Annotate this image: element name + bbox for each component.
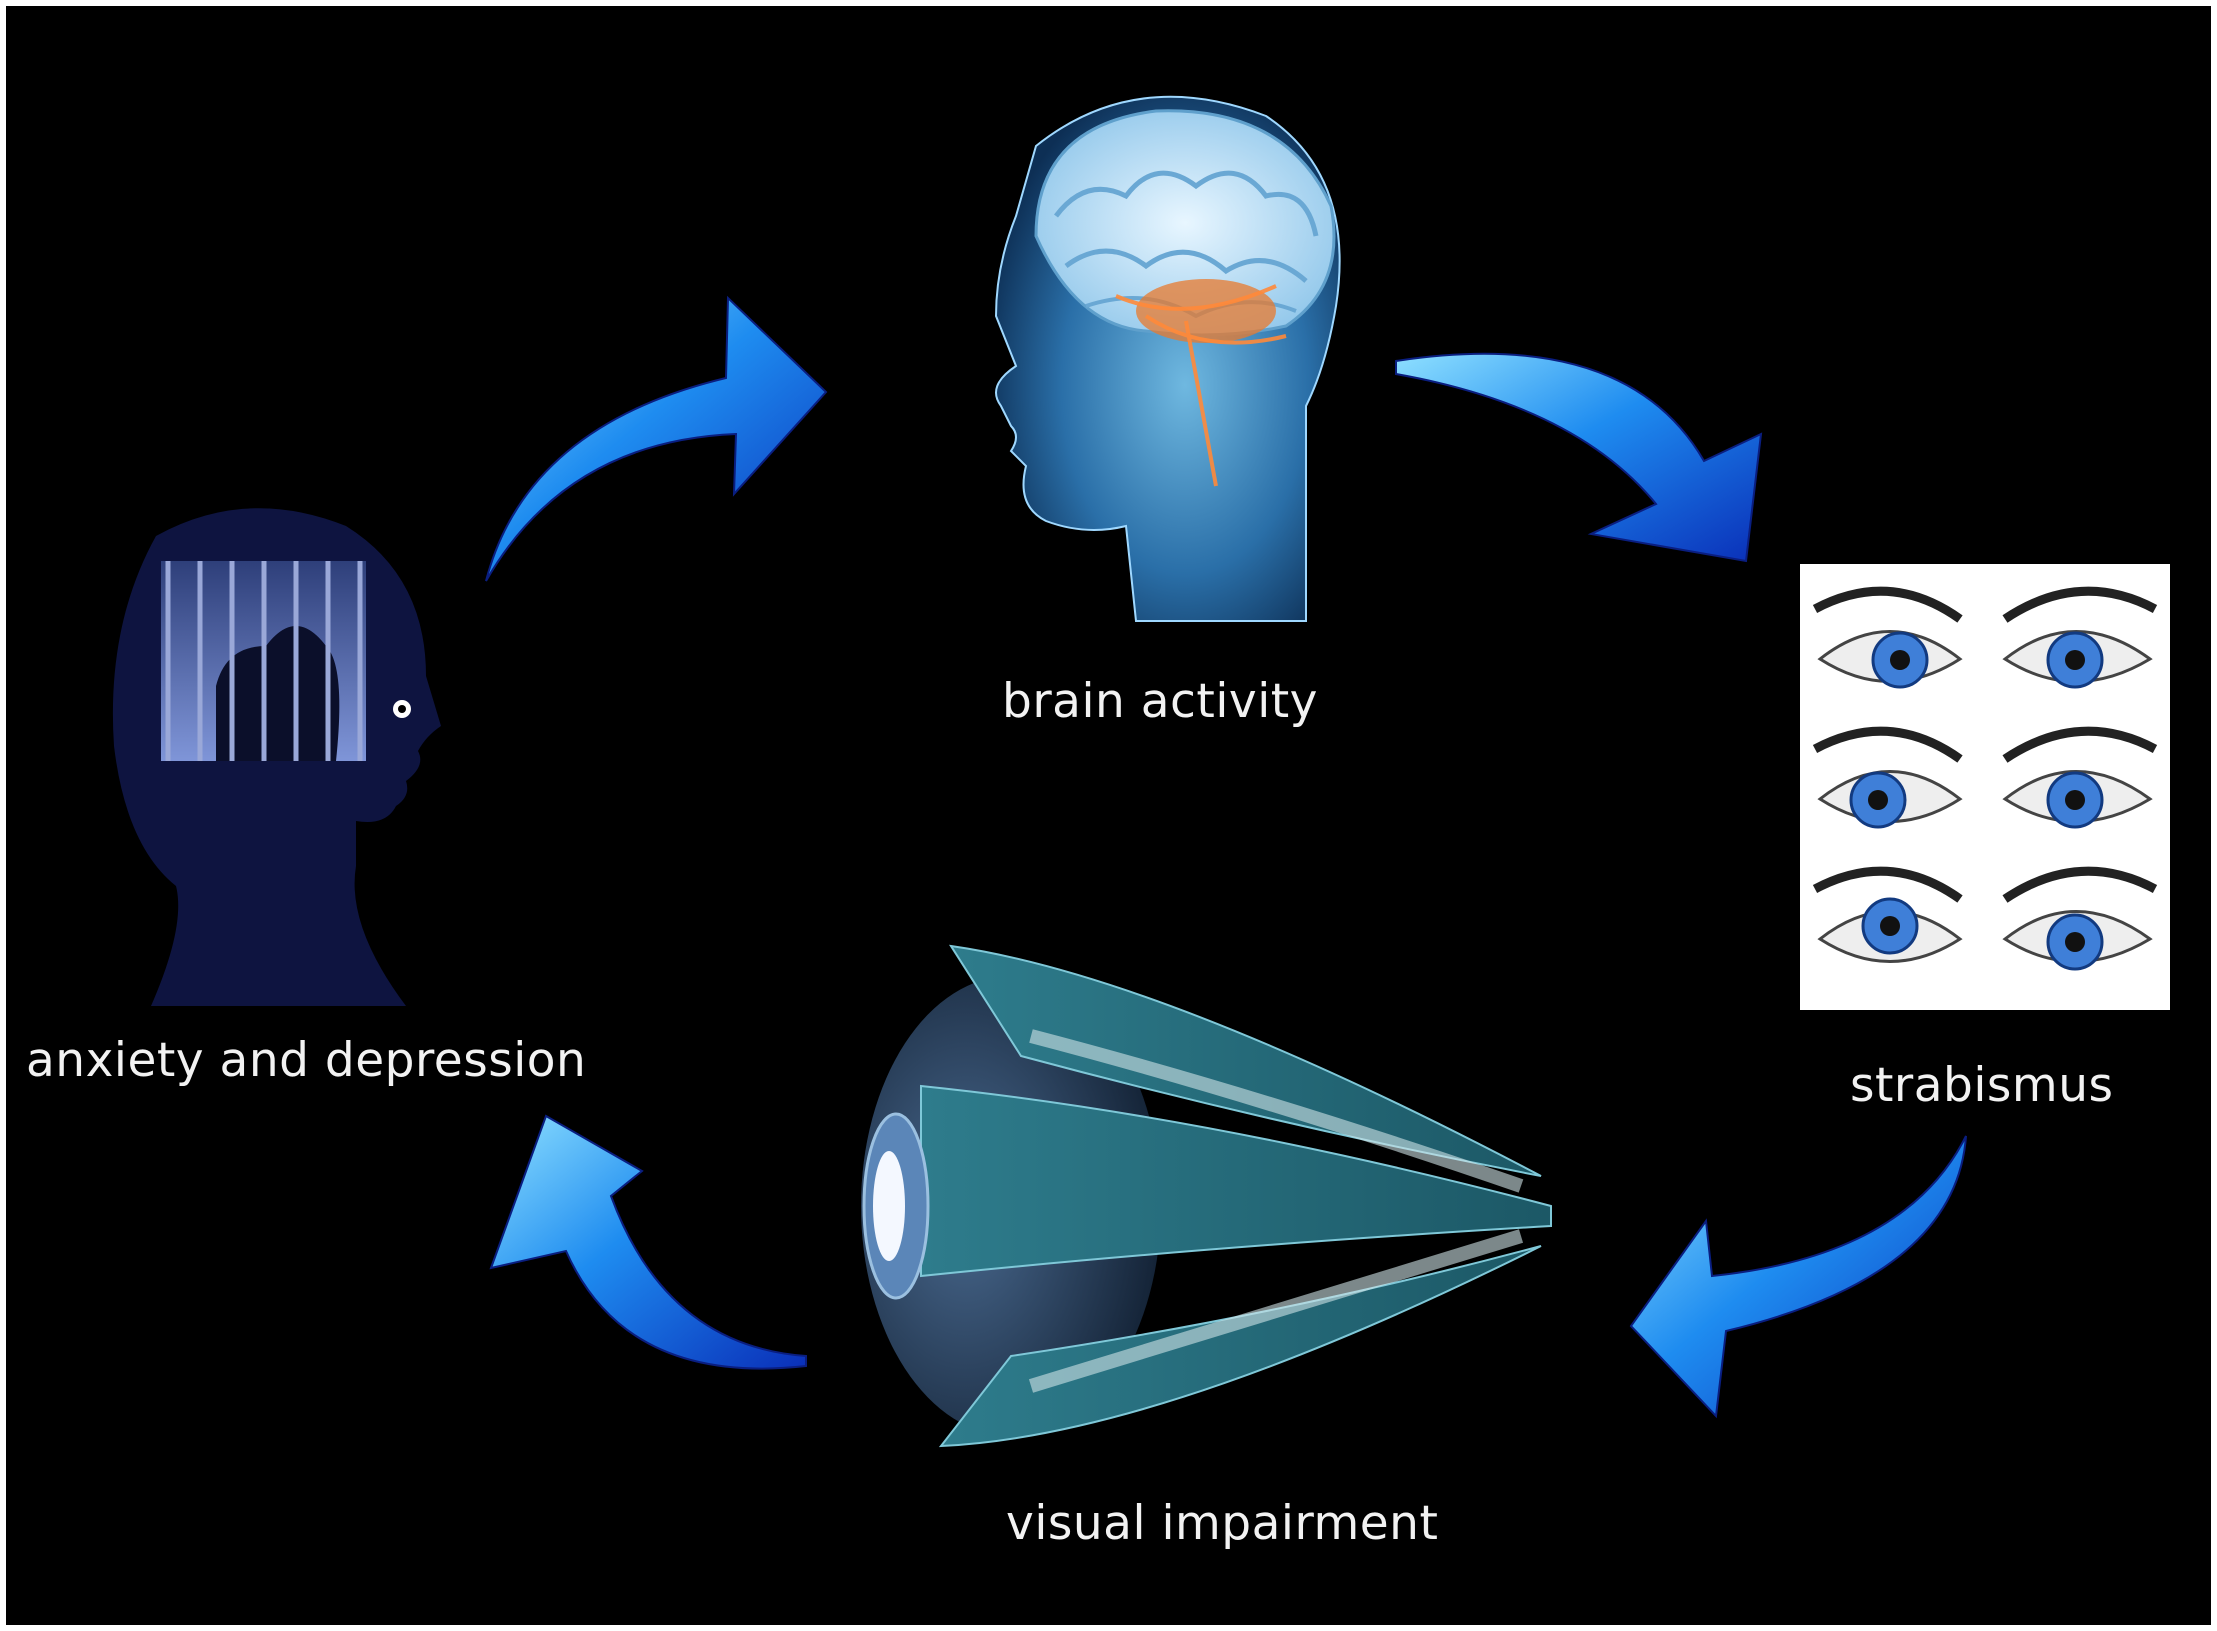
arrow-visual-to-anxiety	[489, 1114, 807, 1370]
label-anxiety-and-depression: anxiety and depression	[26, 1033, 587, 1088]
diagram-canvas: brain activity strabismus visual impairm…	[6, 6, 2211, 1625]
strabismus-eyes-panel	[1800, 564, 2170, 1010]
caged-mind-head-icon	[112, 508, 442, 1006]
strabismus-eyes-icon	[1812, 586, 2158, 971]
label-strabismus: strabismus	[1850, 1058, 2114, 1113]
cycle-arrows	[485, 295, 1967, 1419]
brain-head-icon	[994, 95, 1341, 622]
arrow-brain-to-strabismus	[1395, 352, 1763, 563]
label-brain-activity: brain activity	[1002, 674, 1318, 729]
eyeball-muscles-icon	[861, 944, 1552, 1448]
label-visual-impairment: visual impairment	[1006, 1496, 1439, 1551]
arrow-anxiety-to-brain	[485, 295, 828, 582]
arrow-strabismus-to-visual	[1629, 1135, 1967, 1419]
